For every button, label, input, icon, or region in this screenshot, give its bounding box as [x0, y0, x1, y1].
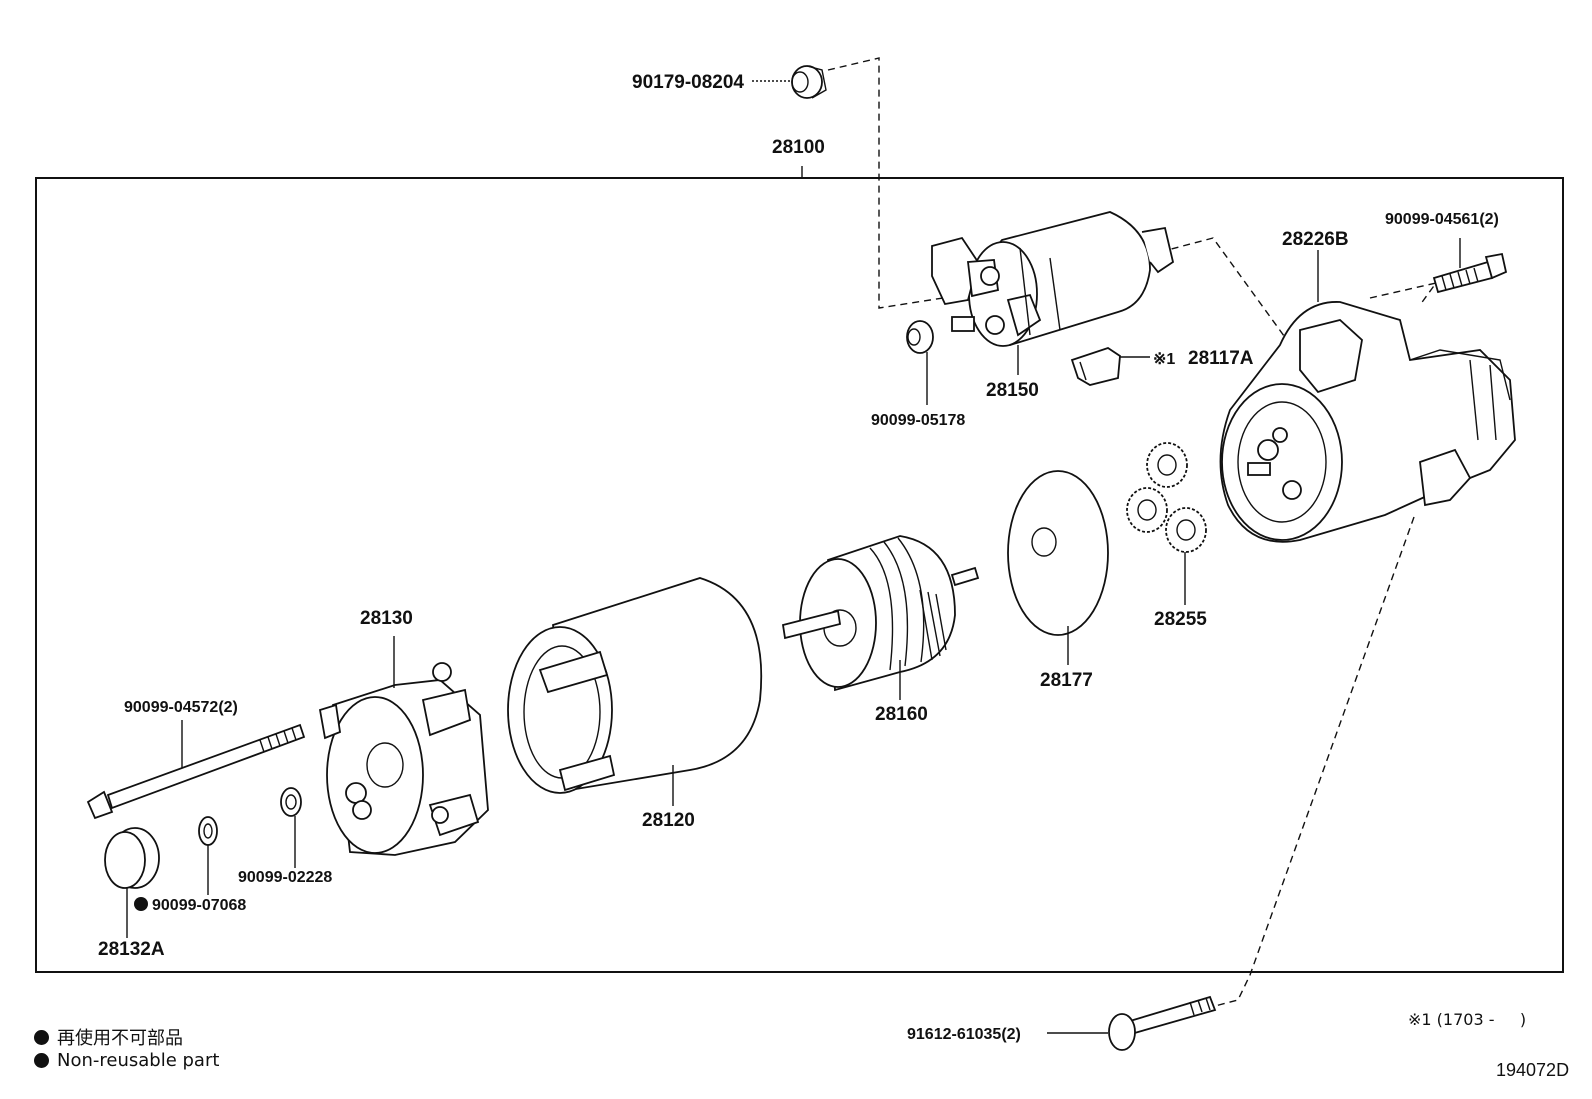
label-90179-08204: 90179-08204	[632, 72, 744, 93]
dashed-line-housing-to-lower-bolt	[1214, 516, 1415, 1007]
gears-28255	[1126, 442, 1207, 553]
legend-bullet-icon	[34, 1053, 49, 1068]
label-28100: 28100	[772, 137, 825, 158]
footnote: ※1 (1703 - )	[1408, 1010, 1527, 1029]
legend-en: Non-reusable part	[34, 1050, 219, 1071]
label-28130: 28130	[360, 608, 413, 629]
legend-jp: 再使用不可部品	[34, 1024, 183, 1050]
label-28132A: 28132A	[98, 939, 165, 960]
label-90099-04561: 90099-04561(2)	[1385, 211, 1499, 228]
legend-jp-text: 再使用不可部品	[57, 1028, 183, 1049]
dashed-line-bolt-to-housing	[1369, 281, 1438, 306]
part-28117A	[1070, 347, 1121, 386]
bolt-91612-61035	[1108, 995, 1217, 1051]
label-28120: 28120	[642, 810, 695, 831]
washer-90099-02228	[280, 787, 302, 817]
legend-en-text: Non-reusable part	[57, 1050, 220, 1071]
armature-28160	[781, 535, 980, 692]
legend-bullet-icon	[34, 1029, 49, 1045]
diagram-id: 194072D	[1496, 1060, 1570, 1080]
label-28255: 28255	[1154, 609, 1207, 630]
label-28226B: 28226B	[1282, 229, 1349, 250]
housing-28226B	[1219, 301, 1516, 543]
label-90099-07068: 90099-07068	[152, 897, 246, 914]
label-28177: 28177	[1040, 670, 1093, 691]
nut-90099-05178	[906, 320, 934, 354]
nut-90179-08204	[791, 65, 827, 99]
dashed-line-nut-to-solenoid	[827, 57, 976, 309]
solenoid-28150	[931, 211, 1175, 347]
dashed-line-solenoid-to-housing	[1159, 237, 1301, 359]
clip-90099-07068	[198, 816, 218, 846]
label-90099-04572: 90099-04572(2)	[124, 699, 238, 716]
yoke-28120	[507, 577, 763, 794]
cap-28132A	[104, 827, 160, 889]
label-28150: 28150	[986, 380, 1039, 401]
label-90099-05178: 90099-05178	[871, 412, 965, 429]
non-reusable-dot	[134, 897, 148, 911]
label-28117A: 28117A	[1188, 348, 1254, 369]
plate-28177	[1007, 470, 1109, 636]
label-28117A-prefix: ※1	[1153, 351, 1175, 368]
label-90099-02228: 90099-02228	[238, 869, 332, 886]
bolt-90099-04572	[86, 723, 306, 820]
assembly-frame	[35, 177, 1564, 973]
label-28160: 28160	[875, 704, 928, 725]
end-frame-28130	[318, 662, 489, 856]
label-91612-61035: 91612-61035(2)	[907, 1026, 1021, 1043]
bolt-90099-04561	[1432, 252, 1508, 294]
